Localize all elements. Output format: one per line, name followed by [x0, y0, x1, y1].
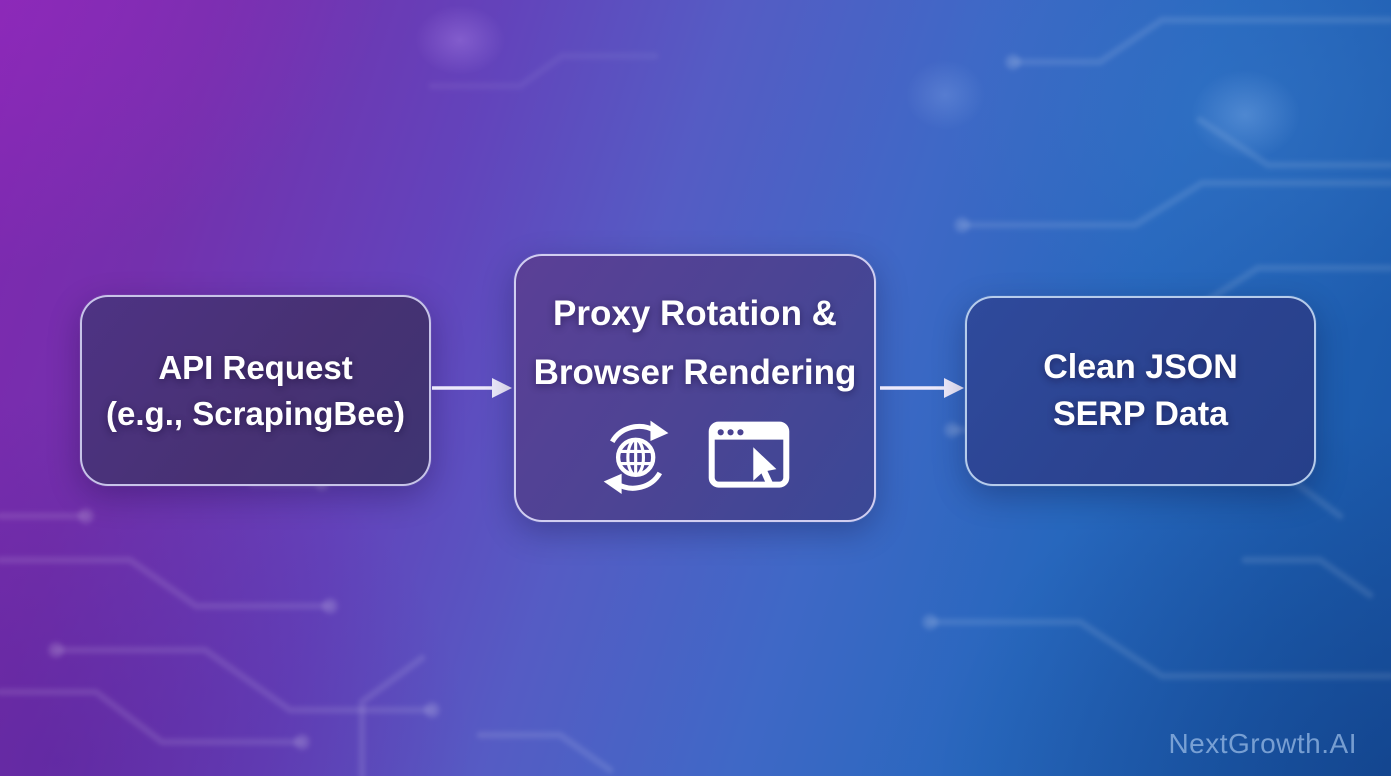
node-proxy-rotation-browser-rendering: Proxy Rotation & Browser Rendering: [514, 254, 876, 522]
flow-arrow-1: [432, 378, 512, 398]
node-json-line2: SERP Data: [1052, 395, 1229, 433]
watermark-brand: NextGrowth.AI: [1168, 728, 1357, 759]
node-proxy-line2: Browser Rendering: [533, 353, 857, 392]
node-proxy-icons-row: [598, 416, 792, 494]
node-api-request-line1: API Request: [158, 348, 353, 386]
node-json-line1: Clean JSON: [1043, 348, 1238, 386]
browser-rendering-window-icon: [708, 421, 790, 488]
node-api-request: API Request (e.g., ScrapingBee): [80, 295, 431, 486]
node-api-request-line2: (e.g., ScrapingBee): [106, 394, 405, 432]
node-proxy-line1: Proxy Rotation &: [553, 294, 837, 333]
flow-arrow-2: [880, 378, 964, 398]
node-clean-json-serp-data: Clean JSON SERP Data: [965, 296, 1316, 486]
proxy-rotation-globe-icon: [603, 420, 669, 494]
